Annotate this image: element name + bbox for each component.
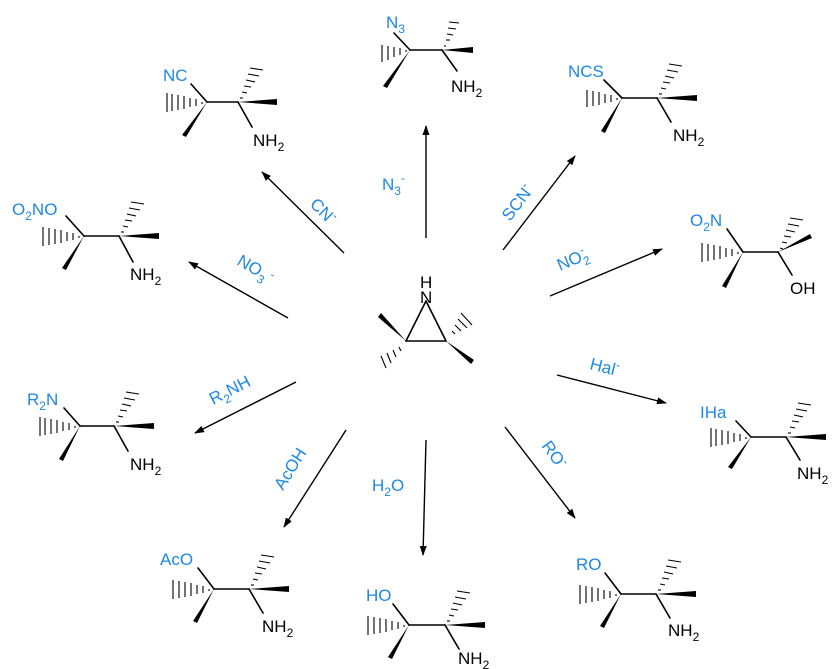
svg-text:CN-: CN- [306,192,342,228]
product-amine: R2N NH2 [27,390,162,478]
svg-text:Hal-: Hal- [588,352,622,380]
aziridine-hydrogen: H [420,273,432,292]
arrow-nitrate [188,261,289,319]
product-group-label: NC [163,66,188,85]
svg-text:NO2-: NO2- [553,242,593,279]
amine-label: NH2 [262,617,294,640]
hashed-bond [451,312,473,335]
reagent-cyanide: CN- [306,192,342,228]
reagent-nitrite: NO2- [553,242,593,279]
amine-label: NH2 [673,126,705,149]
reagent-water: H2O [372,476,404,499]
amine-label: NH2 [458,649,490,669]
aziridine-nitrogen: N [420,288,432,307]
reagent-thiocyanate: SCN- [496,179,538,224]
hashed-bond [380,346,402,369]
product-group-label: RO [576,555,602,574]
hydroxyl-label: OH [790,279,816,298]
product-water: HO NH2 [366,586,490,669]
product-acetic: AcO NH2 [160,550,294,640]
product-halide: IHa NH2 [700,402,829,487]
product-group-label: HO [366,586,392,605]
svg-text:SCN-: SCN- [496,179,538,224]
svg-text:AcOH: AcOH [270,445,310,494]
product-azide: N3 NH2 [381,13,483,100]
amine-label: NH2 [797,464,829,487]
aziridine-reactant: N H [378,273,474,369]
arrow-amine [194,381,297,434]
product-group-label: N3 [386,13,405,36]
arrow-cyanide [261,171,345,254]
product-group-label: R2N [27,390,58,413]
product-group-label: IHa [700,403,727,422]
reagent-halide: Hal- [588,352,622,380]
arrow-acetic [283,429,347,528]
product-group-label: O2N [690,211,722,234]
arrow-water [419,439,427,556]
reagent-nitrate: NO3- [232,250,278,290]
arrow-alkoxide [504,426,576,519]
amine-label: NH2 [130,265,162,288]
arrow-nitrite [549,248,663,297]
product-group-label: O2NO [12,200,57,223]
reagent-acetic: AcOH [270,445,310,494]
svg-text:NO3-: NO3- [232,250,278,290]
product-group-label: NCS [568,62,604,81]
reagent-azide: N3- [382,171,405,198]
amine-label: NH2 [130,455,162,478]
product-group-label: AcO [160,550,193,569]
product-nitrate: O2NO NH2 [12,200,162,288]
product-alkoxide: RO NH2 [576,555,700,644]
svg-text:RO-: RO- [538,435,573,472]
product-cyanide: NC NH2 [163,66,285,154]
product-nitrite: O2N OH [690,211,816,298]
product-thiocyanate: NCS NH2 [568,62,705,149]
arrow-thiocyanate [502,155,576,251]
amine-label: NH2 [253,131,285,154]
arrow-halide [556,374,667,405]
amine-label: NH2 [451,77,483,100]
reagent-alkoxide: RO- [538,435,573,472]
amine-label: NH2 [668,621,700,644]
